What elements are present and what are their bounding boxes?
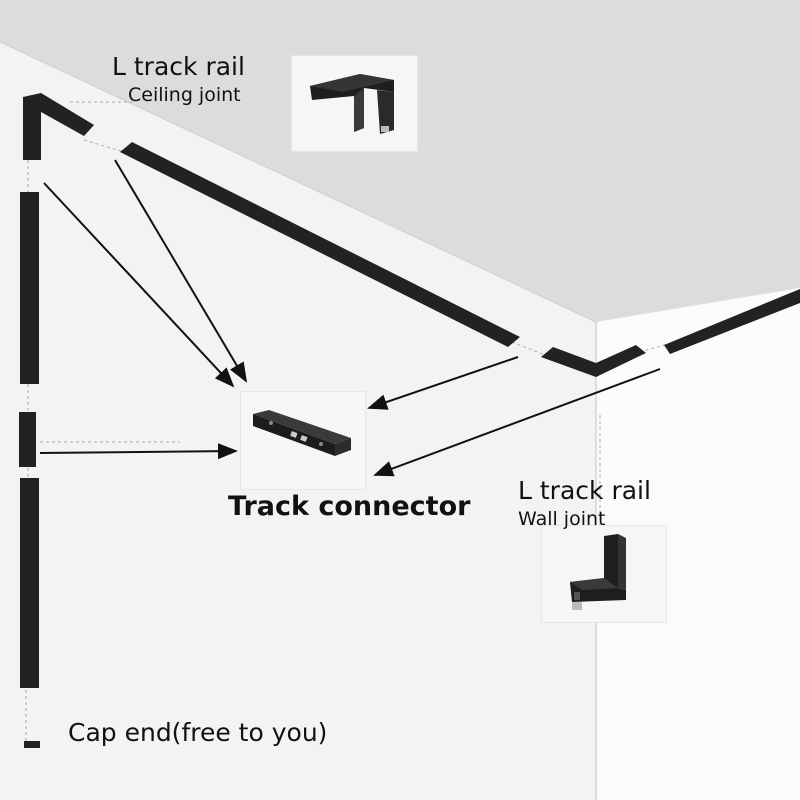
track-connector-label: Track connector [228,491,471,522]
side-ceiling-rail [664,289,800,354]
ceiling-rail-long [120,142,520,347]
wall-rail-lower [20,478,39,688]
side-wall [596,288,800,800]
ceiling [0,0,800,322]
arrow-corner-to-connector [367,356,519,410]
wall-rail-upper [20,192,39,384]
ceiling-corner-joint-right [541,345,646,377]
ceiling-joint-photo [291,55,418,152]
cap-end-label: Cap end(free to you) [68,718,328,747]
wall-joint-subtitle: Wall joint [518,508,606,530]
wall-joint-photo [541,525,667,623]
l-shaped-ceiling-joint-icon [310,74,394,134]
track-connector-photo [240,391,366,490]
arrow-wall-mid-to-connector [39,443,238,460]
arrow-side-to-connector [373,368,661,477]
wall-joint-title: L track rail [518,476,651,505]
arrows [39,159,661,477]
track-rails [19,93,800,748]
arrow-ceiling-to-connector [114,159,248,383]
ceiling-joint-title: L track rail [112,52,245,81]
straight-track-connector-icon [253,410,351,456]
wall-rail-connector-segment [19,412,36,467]
ceiling-joint-subtitle: Ceiling joint [128,84,241,106]
l-shaped-wall-joint-icon [570,534,626,610]
arrow-wall-top-to-connector [43,182,235,388]
cap-end-piece [24,741,40,748]
ceiling-corner-l-joint [23,93,94,160]
ceiling-edge [0,41,597,323]
